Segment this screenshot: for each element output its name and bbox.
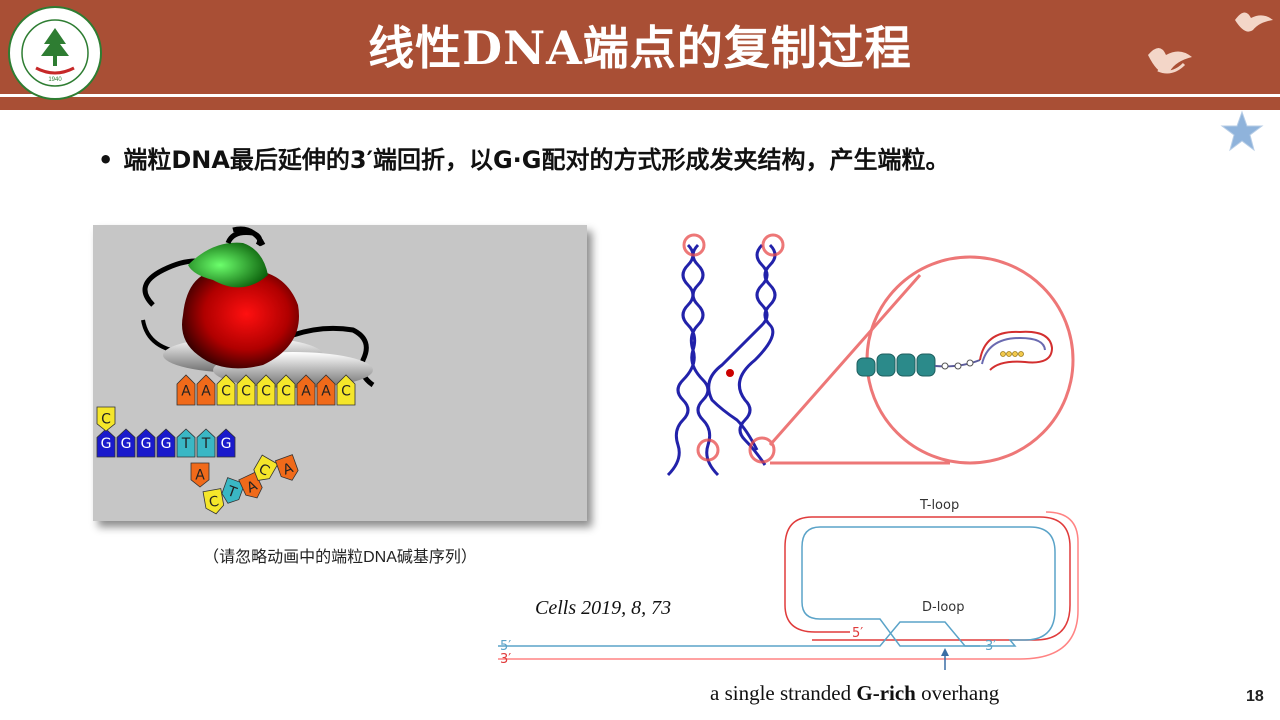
svg-text:A: A	[301, 383, 311, 399]
strand-5-label: 5′	[500, 639, 511, 654]
inner-3-label: 3′	[985, 639, 996, 654]
svg-text:T: T	[201, 436, 211, 452]
inner-5-label: 5′	[852, 626, 863, 641]
bullet-text: 端粒DNA最后延伸的3′端回折，以G·G配对的方式形成发夹结构，产生端粒。	[123, 146, 950, 174]
loose-base-3: A	[238, 471, 263, 499]
strand-3-label: 3′	[500, 652, 511, 667]
star-icon	[1220, 110, 1264, 152]
svg-text:C: C	[208, 494, 221, 511]
loose-base-0: A	[190, 462, 210, 488]
svg-text:C: C	[101, 411, 111, 427]
top-base-1: A	[196, 374, 216, 406]
top-base-0: A	[176, 374, 196, 406]
bottom-base-extra: C	[96, 406, 116, 432]
svg-text:C: C	[221, 383, 231, 399]
bullet-point: • 端粒DNA最后延伸的3′端回折，以G·G配对的方式形成发夹结构，产生端粒。	[98, 140, 1218, 175]
svg-text:A: A	[181, 383, 191, 399]
loose-base-4: C	[253, 454, 279, 481]
svg-text:C: C	[281, 383, 291, 399]
svg-text:A: A	[195, 467, 205, 483]
svg-text:G: G	[141, 436, 152, 452]
title-stripe	[0, 98, 1280, 110]
logo-year: 1940	[48, 77, 62, 83]
university-logo: 1940	[6, 4, 104, 102]
top-base-6: A	[296, 374, 316, 406]
chromosome-diagram	[640, 220, 1090, 480]
top-base-3: C	[236, 374, 256, 406]
overhang-prefix: a single stranded	[710, 681, 857, 705]
bottom-base-2: G	[136, 428, 156, 458]
overhang-label: a single stranded G-rich overhang	[710, 681, 999, 706]
bird-decoration	[1130, 0, 1280, 110]
top-base-4: C	[256, 374, 276, 406]
svg-text:G: G	[101, 436, 112, 452]
bottom-base-5: T	[196, 428, 216, 458]
t-loop-diagram: T-loop D-loop 5′ 3′ 5′ 3′	[490, 492, 1080, 676]
d-loop-label: D-loop	[922, 600, 964, 615]
svg-text:G: G	[221, 436, 232, 452]
svg-text:G: G	[121, 436, 132, 452]
bottom-base-4: T	[176, 428, 196, 458]
svg-text:A: A	[201, 383, 211, 399]
page-number: 18	[1246, 688, 1264, 705]
svg-text:G: G	[161, 436, 172, 452]
loose-base-1: C	[202, 488, 225, 515]
slide-title: 线性DNA端点的复制过程	[368, 21, 912, 75]
top-base-5: C	[276, 374, 296, 406]
citation: Cells 2019, 8, 73	[535, 597, 672, 619]
title-divider	[0, 94, 1280, 97]
top-base-2: C	[216, 374, 236, 406]
svg-text:C: C	[261, 383, 271, 399]
svg-text:C: C	[241, 383, 251, 399]
bullet-marker: •	[98, 146, 114, 174]
title-bar	[0, 0, 1280, 98]
overhang-bold: G-rich	[856, 681, 916, 705]
svg-text:T: T	[181, 436, 191, 452]
loose-base-5: A	[274, 454, 299, 481]
animation-caption: （请忽略动画中的端粒DNA碱基序列）	[203, 549, 477, 566]
top-base-7: A	[316, 374, 336, 406]
bottom-base-1: G	[116, 428, 136, 458]
t-loop-label: T-loop	[919, 498, 959, 513]
bottom-base-3: G	[156, 428, 176, 458]
top-base-8: C	[336, 374, 356, 406]
svg-text:C: C	[341, 383, 351, 399]
overhang-suffix: overhang	[915, 681, 1000, 705]
svg-text:A: A	[321, 383, 331, 399]
bottom-base-6: G	[216, 428, 236, 458]
bottom-base-0: G	[96, 428, 116, 458]
